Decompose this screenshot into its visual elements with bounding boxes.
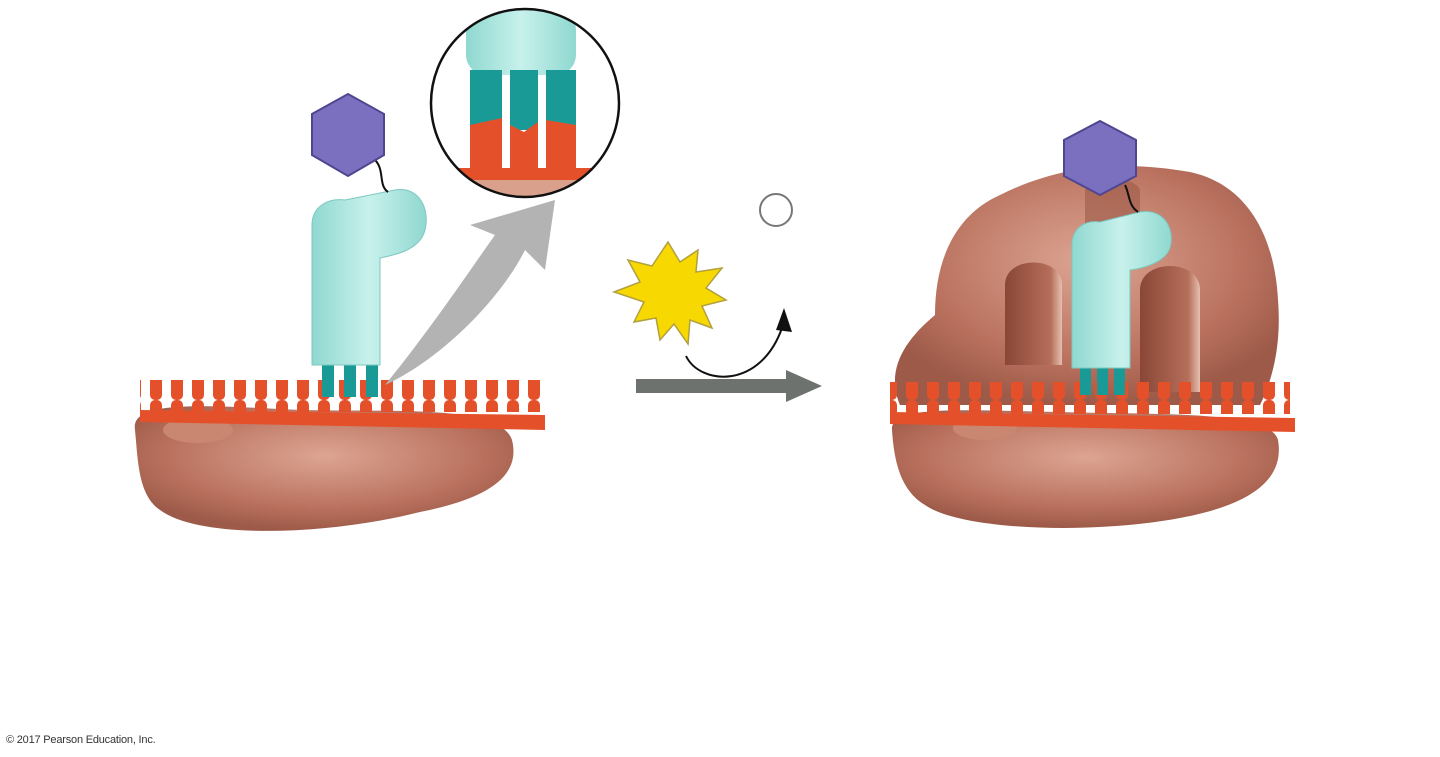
initiation-complex-left xyxy=(134,92,545,531)
copyright-notice: © 2017 Pearson Education, Inc. xyxy=(6,734,156,746)
a-site-tunnel xyxy=(1140,266,1200,392)
process-arrow-shaft xyxy=(636,379,791,393)
mrna-codons xyxy=(140,380,540,412)
zoom-arrow-icon xyxy=(385,200,555,385)
amino-acid-hexagon-icon xyxy=(1063,119,1137,197)
initiation-complex-right xyxy=(890,119,1295,528)
small-ribosomal-subunit xyxy=(134,406,514,531)
phosphate-circle-icon xyxy=(759,193,793,227)
process-arrow-head-icon xyxy=(786,370,822,402)
initiator-trna xyxy=(311,189,427,366)
energy-burst-icon xyxy=(611,240,728,347)
initiator-trna xyxy=(1071,211,1172,369)
amino-acid-hexagon-icon xyxy=(311,92,385,178)
e-site-tunnel xyxy=(1005,262,1062,365)
mrna-strand xyxy=(890,412,1295,432)
mrna-strand xyxy=(140,410,545,430)
codon-anticodon-inset xyxy=(429,7,621,199)
release-curve-arrow-icon xyxy=(685,327,783,378)
subunit-bump xyxy=(163,417,233,443)
trna-aa-link xyxy=(374,159,389,193)
